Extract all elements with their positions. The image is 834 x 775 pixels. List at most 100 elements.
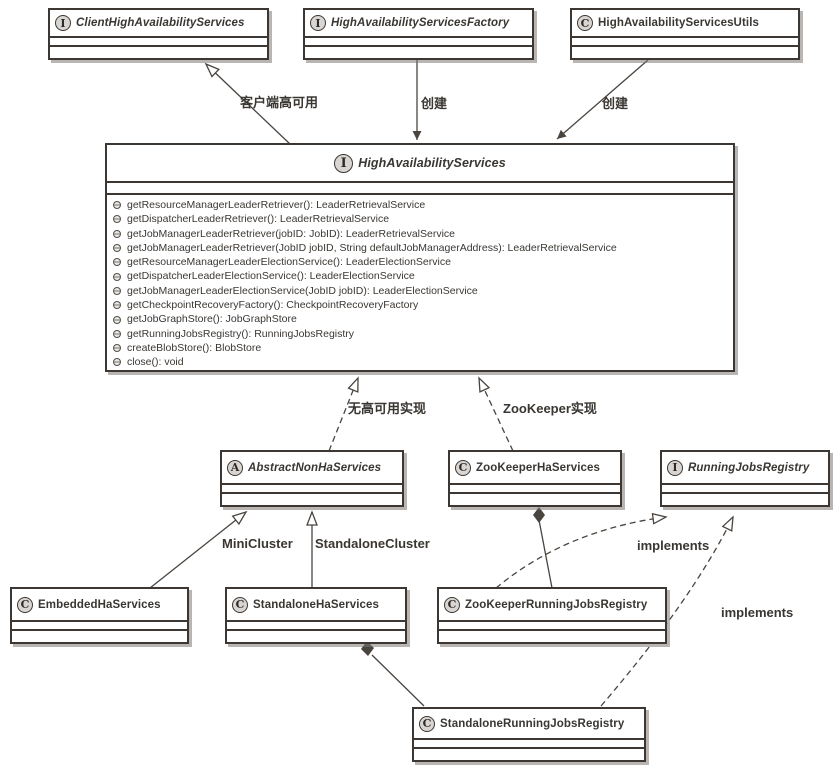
method-item: getCheckpointRecoveryFactory(): Checkpoi… xyxy=(113,298,729,312)
fields-compartment xyxy=(305,36,532,45)
class-client-high-availability-services: I ClientHighAvailabilityServices xyxy=(48,8,269,60)
edge-generalization-client-ha xyxy=(204,62,292,146)
fields-compartment xyxy=(107,181,733,193)
method-signature: getResourceManagerLeaderRetriever(): Lea… xyxy=(127,199,426,211)
fields-compartment xyxy=(439,620,665,629)
class-icon: C xyxy=(444,596,460,613)
method-item: close(): void xyxy=(113,355,729,369)
class-running-jobs-registry: I RunningJobsRegistry xyxy=(660,450,830,507)
class-name: HighAvailabilityServicesFactory xyxy=(331,17,510,29)
method-item: getDispatcherLeaderElectionService(): Le… xyxy=(113,269,729,283)
class-name: RunningJobsRegistry xyxy=(688,461,810,474)
edge-realization-zookeeper-ha xyxy=(478,376,514,452)
edge-label-zookeeper-impl: ZooKeeper实现 xyxy=(503,401,597,416)
method-item: getResourceManagerLeaderElectionService(… xyxy=(113,255,729,269)
edge-create-from-utils xyxy=(556,59,649,140)
method-signature: getJobGraphStore(): JobGraphStore xyxy=(127,313,297,326)
public-method-icon xyxy=(113,286,121,295)
method-item: getJobManagerLeaderRetriever(jobID: JobI… xyxy=(113,227,729,241)
method-signature: getJobManagerLeaderRetriever(JobID jobID… xyxy=(127,241,617,254)
method-item: getJobManagerLeaderElectionService(JobID… xyxy=(113,284,729,298)
methods-list: getResourceManagerLeaderRetriever(): Lea… xyxy=(107,193,733,370)
method-item: getResourceManagerLeaderRetriever(): Lea… xyxy=(113,198,729,212)
method-signature: getJobManagerLeaderElectionService(JobID… xyxy=(127,284,478,297)
class-embedded-ha-services: C EmbeddedHaServices xyxy=(10,587,189,644)
class-icon: C xyxy=(455,459,471,476)
class-name: HighAvailabilityServicesUtils xyxy=(598,17,759,29)
edge-realization-abstract-non-ha xyxy=(328,376,359,452)
fields-compartment xyxy=(12,620,187,629)
class-name: ZooKeeperRunningJobsRegistry xyxy=(465,598,648,611)
methods-compartment xyxy=(305,45,532,58)
edge-label-mini-cluster: MiniCluster xyxy=(222,536,293,551)
method-item: getJobManagerLeaderRetriever(JobID jobID… xyxy=(113,241,729,255)
methods-compartment xyxy=(50,45,267,58)
abstract-class-icon: A xyxy=(227,459,243,476)
edge-generalization-embedded xyxy=(149,510,248,589)
methods-compartment xyxy=(439,629,665,642)
class-name: AbstractNonHaServices xyxy=(248,461,382,474)
edge-implements-zookeeper-registry xyxy=(495,512,668,589)
class-name: HighAvailabilityServices xyxy=(358,156,506,170)
edge-label-non-ha-impl: 无高可用实现 xyxy=(348,401,427,416)
method-signature: getJobManagerLeaderRetriever(jobID: JobI… xyxy=(127,227,455,240)
public-method-icon xyxy=(113,215,121,224)
method-item: getJobGraphStore(): JobGraphStore xyxy=(113,312,729,326)
public-method-icon xyxy=(113,329,121,338)
edge-implements-standalone-registry xyxy=(600,515,734,707)
methods-compartment xyxy=(572,45,798,58)
methods-compartment xyxy=(227,629,405,642)
method-item: createBlobStore(): BlobStore xyxy=(113,341,729,355)
fields-compartment xyxy=(50,36,267,45)
interface-icon: I xyxy=(310,15,326,31)
class-icon: C xyxy=(577,15,593,31)
class-zookeeper-ha-services: C ZooKeeperHaServices xyxy=(448,450,622,507)
public-method-icon xyxy=(113,315,121,324)
public-method-icon xyxy=(113,244,121,253)
class-icon: C xyxy=(232,596,248,613)
method-signature: createBlobStore(): BlobStore xyxy=(127,341,262,354)
methods-compartment xyxy=(450,492,620,505)
class-name: StandaloneHaServices xyxy=(253,598,380,611)
method-signature: getDispatcherLeaderRetriever(): LeaderRe… xyxy=(127,213,390,226)
edge-label-create-utils: 创建 xyxy=(602,96,629,111)
fields-compartment xyxy=(662,483,828,492)
composition-diamond-standalone xyxy=(361,641,374,656)
class-name: StandaloneRunningJobsRegistry xyxy=(440,717,625,730)
class-abstract-non-ha-services: A AbstractNonHaServices xyxy=(220,450,404,507)
fields-compartment xyxy=(227,620,405,629)
edge-composition-standalone xyxy=(371,654,425,707)
methods-compartment xyxy=(222,492,402,505)
method-signature: getDispatcherLeaderElectionService(): Le… xyxy=(127,270,415,283)
method-item: getRunningJobsRegistry(): RunningJobsReg… xyxy=(113,327,729,341)
interface-icon: I xyxy=(55,15,71,31)
methods-compartment xyxy=(414,747,644,760)
fields-compartment xyxy=(414,738,644,747)
public-method-icon xyxy=(113,258,121,267)
method-signature: getCheckpointRecoveryFactory(): Checkpoi… xyxy=(127,299,419,312)
fields-compartment xyxy=(450,483,620,492)
class-high-availability-services: I HighAvailabilityServices getResourceMa… xyxy=(105,143,735,372)
class-standalone-running-jobs-registry: C StandaloneRunningJobsRegistry xyxy=(412,707,646,762)
method-signature: getResourceManagerLeaderElectionService(… xyxy=(127,256,451,269)
class-name: ClientHighAvailabilityServices xyxy=(76,17,245,29)
edge-label-implements-zookeeper: implements xyxy=(637,538,710,553)
interface-icon: I xyxy=(334,153,354,173)
class-standalone-ha-services: C StandaloneHaServices xyxy=(225,587,407,644)
class-name: ZooKeeperHaServices xyxy=(476,461,600,474)
class-high-availability-services-utils: C HighAvailabilityServicesUtils xyxy=(570,8,800,60)
method-signature: getRunningJobsRegistry(): RunningJobsReg… xyxy=(127,327,355,340)
edge-label-standalone-cluster: StandaloneCluster xyxy=(315,536,430,551)
public-method-icon xyxy=(113,344,121,353)
class-zookeeper-running-jobs-registry: C ZooKeeperRunningJobsRegistry xyxy=(437,587,667,644)
interface-icon: I xyxy=(667,459,683,476)
class-name: EmbeddedHaServices xyxy=(38,598,161,611)
public-method-icon xyxy=(113,229,121,238)
composition-diamond-zookeeper xyxy=(533,507,545,523)
class-icon: C xyxy=(419,715,435,732)
methods-compartment xyxy=(662,492,828,505)
methods-compartment xyxy=(12,629,187,642)
class-high-availability-services-factory: I HighAvailabilityServicesFactory xyxy=(303,8,534,60)
